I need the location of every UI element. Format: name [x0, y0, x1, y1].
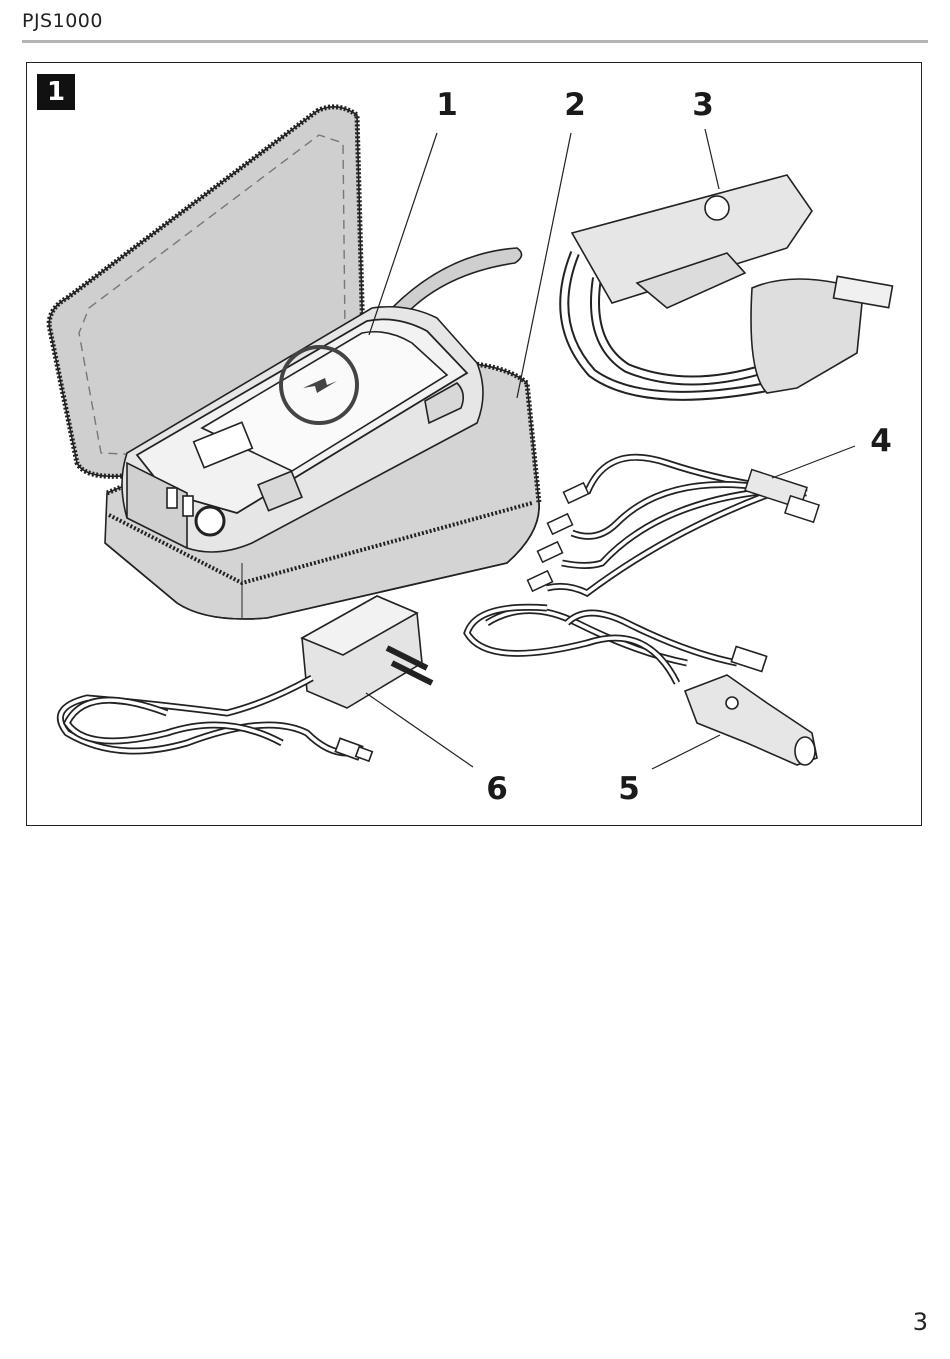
document-title: PJS1000 — [22, 10, 103, 32]
callout-1: 1 — [436, 87, 458, 123]
callout-3: 3 — [692, 87, 714, 123]
document-header: PJS1000 — [22, 8, 928, 43]
callout-6: 6 — [486, 771, 508, 807]
jumper-clamp-cable — [564, 175, 892, 396]
page-number: 3 — [913, 1308, 928, 1336]
product-illustration: 1 2 3 4 5 6 — [27, 63, 921, 825]
multi-tip-usb-cable — [527, 457, 819, 593]
figure-1-frame: 1 — [26, 62, 922, 826]
callout-2: 2 — [564, 87, 586, 123]
callout-5: 5 — [618, 771, 640, 807]
wall-adapter — [60, 596, 432, 761]
callout-4: 4 — [870, 423, 892, 459]
car-charger — [467, 607, 817, 765]
